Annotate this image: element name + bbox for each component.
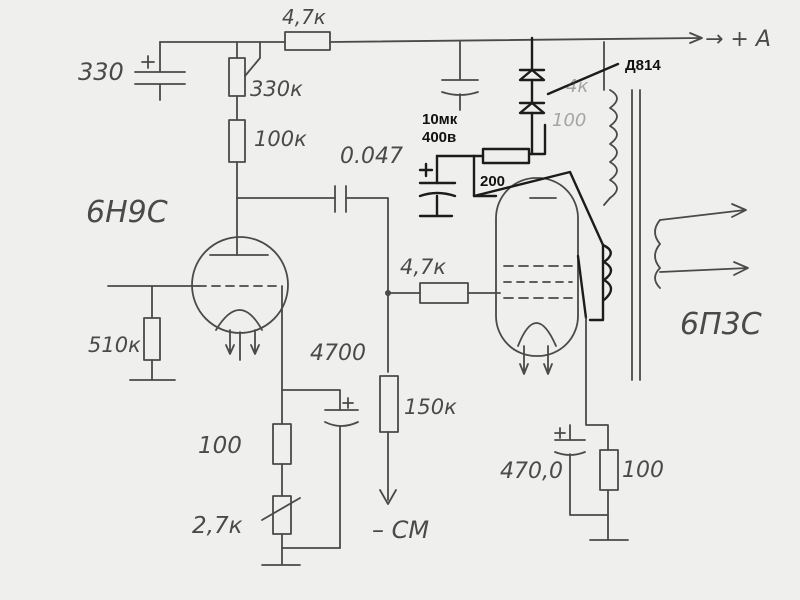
label-c-0047: 0.047: [340, 144, 403, 169]
label-r-330k: 330к: [250, 77, 303, 101]
top-rail: [159, 32, 703, 44]
resistor-100-right: [589, 449, 629, 541]
label-r-100-right: 100: [622, 458, 664, 483]
capacitor-10mk: [418, 154, 476, 218]
label-r-150k: 150к: [404, 395, 457, 419]
label-c-330: 330: [78, 58, 124, 86]
label-r-top-4k7: 4,7к: [282, 5, 326, 29]
label-out-plus-a: → + A: [705, 27, 771, 52]
tube-6p3s: [495, 177, 579, 375]
label-tube-6p3s: 6П3С: [680, 307, 762, 342]
label-d814: Д814: [625, 57, 661, 74]
output-grid-node: [385, 282, 501, 304]
output-transformer: [603, 41, 749, 381]
cathode-network-right: [554, 317, 609, 516]
added-wiring: [472, 123, 613, 322]
capacitor-top-rail: [441, 41, 479, 111]
zener-stack-d814: [518, 36, 620, 156]
resistor-2k7: [261, 495, 341, 566]
label-r-100k: 100к: [254, 127, 307, 151]
resistor-100-left: [272, 389, 292, 497]
label-r-200: 200: [480, 173, 505, 190]
resistor-100k: [228, 119, 246, 199]
resistor-top-4k7: [284, 31, 331, 51]
label-faint-100: 100: [552, 110, 586, 131]
tube-6n9s: [191, 197, 289, 361]
capacitor-330: [134, 41, 186, 101]
wire-330k-tap: [244, 41, 261, 77]
label-r-grid-4k7: 4,7к: [400, 255, 446, 279]
capacitor-0047: [334, 185, 389, 373]
label-c-4700-right: 470,0: [500, 459, 563, 484]
label-r-510k: 510к: [88, 333, 141, 357]
resistor-150k: [379, 375, 399, 505]
label-tube-6n9s: 6Н9С: [86, 195, 168, 230]
label-cm: – СМ: [372, 516, 429, 544]
label-faint-4k: 4к: [566, 76, 588, 97]
label-c-4700-left: 4700: [310, 341, 366, 366]
cathode-network-left: [281, 285, 359, 549]
label-c-10mk: 10мк: [422, 111, 458, 128]
resistor-330k: [228, 41, 246, 121]
resistor-510k: [107, 285, 199, 381]
label-r-100-left: 100: [198, 433, 242, 459]
label-c-400v: 400в: [422, 129, 456, 146]
label-r-2k7: 2,7к: [192, 513, 243, 539]
resistor-200: [481, 147, 531, 165]
